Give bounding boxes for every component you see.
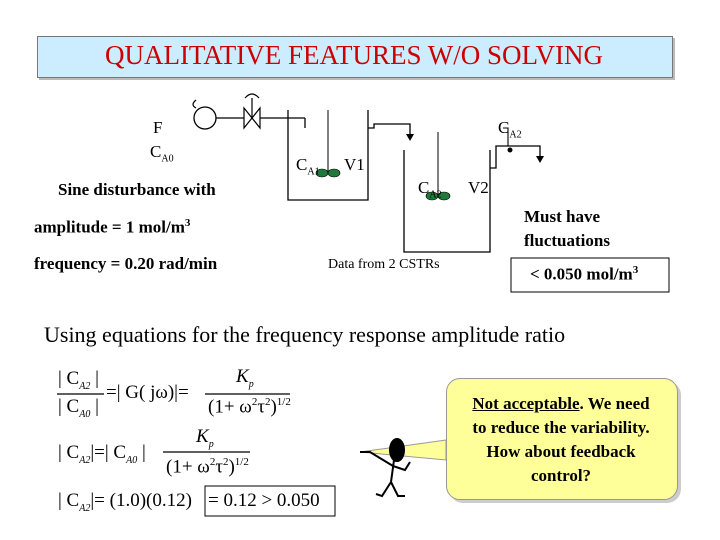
tank-2 [403,150,491,253]
disturbance-frequency: frequency = 0.20 rad/min [34,254,218,273]
limit-box [510,257,670,293]
eq3-lhs: | CA2|= (1.0)(0.12) [58,490,192,514]
feed-concentration-label: CA0 [150,142,174,165]
pump-inlet-icon [192,99,197,109]
eq1-lhs-numerator: | CA2 | [58,368,99,392]
requirement-line-1: Must have [524,207,601,226]
callout-line-3: How about feedback [486,442,636,461]
requirement-line-2: fluctuations [524,231,610,250]
overflow-pipe-2 [490,145,541,169]
tank-1-volume-label: V1 [344,155,365,174]
section-subtitle: Using equations for the frequency respon… [44,322,566,347]
callout-line-1: Not acceptable. We need [472,394,650,413]
diagram-caption: Data from 2 CSTRs [328,257,440,272]
pump-icon [193,106,217,130]
eq3-result: = 0.12 > 0.050 [208,490,320,511]
callout-text: Not acceptable. We need to reduce the va… [446,392,676,488]
tank-1-concentration-label: CA1 [296,155,320,178]
eq1-lhs-denominator: | CA0 | [58,396,99,420]
eq2-numerator: Kp [196,426,214,450]
tank-1 [287,110,369,201]
callout-line-2: to reduce the variability. [472,418,650,437]
eq2-denominator: (1+ ω2τ2)1/2 [166,456,249,478]
outlet-concentration-label: CA2 [498,118,522,141]
tank-2-concentration-label: CA2 [418,178,442,201]
eq1-middle: =| G( jω)|= [106,382,189,403]
disturbance-amplitude: amplitude = 1 mol/m3 [34,217,191,237]
feed-label: F [153,118,163,137]
stick-figure-icon [360,438,411,498]
overflow-pipe-1 [368,123,411,138]
arrow-down-icon [406,134,414,141]
eq1-numerator: Kp [236,366,254,390]
eq2-lhs: | CA2|=| CA0 | [58,442,146,466]
callout-not-acceptable: Not acceptable [472,394,580,413]
tank-2-volume-label: V2 [468,178,489,197]
arrow-down-icon [536,156,544,163]
valve-icon [243,93,261,130]
eq1-denominator: (1+ ω2τ2)1/2 [208,396,291,418]
title-banner [37,36,673,78]
requirement-limit: < 0.050 mol/m3 [530,264,639,284]
disturbance-heading: Sine disturbance with [58,180,216,199]
page-title: QUALITATIVE FEATURES W/O SOLVING [104,40,604,70]
callout-line-4: control? [530,466,592,485]
callout-box [446,378,678,500]
sample-point-icon [507,147,513,153]
result-box [204,485,336,517]
